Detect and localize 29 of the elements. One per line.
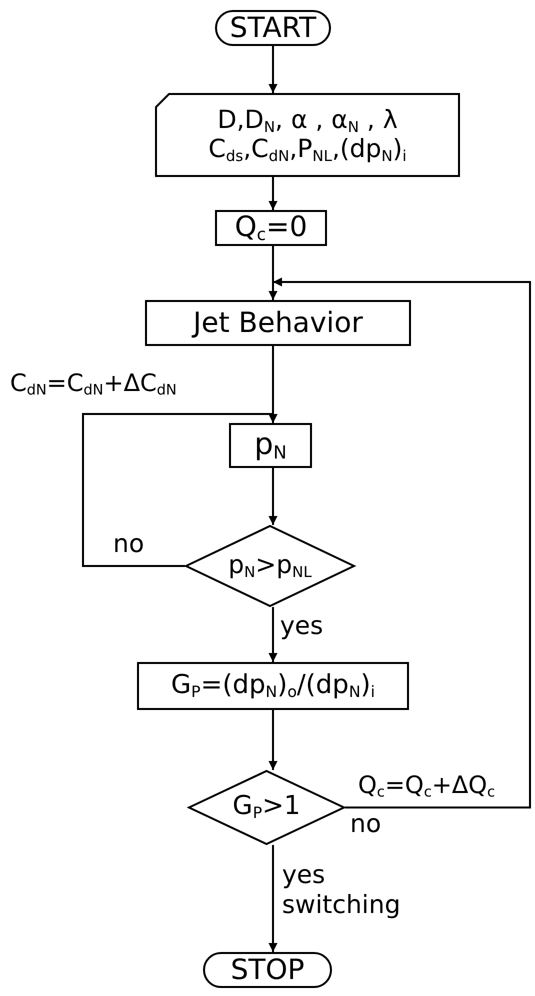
- arrow: [268, 177, 278, 210]
- arrow: [268, 468, 278, 525]
- process-box: [137, 662, 409, 710]
- arrow: [268, 46, 278, 93]
- node-text: p$_{N}$>p$_{NL}$: [228, 551, 312, 581]
- terminal-shape: [215, 10, 331, 46]
- decision-diamond: [185, 525, 355, 607]
- node-text: D,D$_{N}$, α , α$_{N}$ , λ: [217, 106, 398, 135]
- input-card: [155, 93, 460, 177]
- process-box: [229, 423, 312, 468]
- node-text: Jet Behavior: [193, 308, 363, 338]
- decision-diamond: [188, 770, 345, 845]
- terminal-shape: [203, 952, 332, 988]
- arrow: [268, 607, 278, 662]
- node-text: Q$_{c}$=0: [234, 212, 308, 244]
- node-text: STOP: [230, 954, 304, 986]
- arrow: [273, 278, 531, 808]
- node-text: G$_{P}$=(dp$_{N}$)$_{o}$/(dp$_{N}$)$_{i}$: [171, 670, 375, 702]
- arrow: [268, 246, 278, 300]
- process-box: [145, 300, 411, 346]
- arrow: [82, 413, 278, 567]
- node-text: p$_{N}$: [254, 428, 287, 464]
- process-box: [215, 210, 327, 246]
- edge-label: yes switching: [282, 860, 402, 920]
- node-text: C$_{ds}$,C$_{dN}$,P$_{NL}$,(dp$_{N}$)$_{i}$: [208, 135, 407, 164]
- node-text: START: [230, 12, 316, 44]
- arrow: [268, 710, 278, 770]
- node-text: G$_{P}$>1: [232, 792, 300, 823]
- arrow: [268, 845, 278, 952]
